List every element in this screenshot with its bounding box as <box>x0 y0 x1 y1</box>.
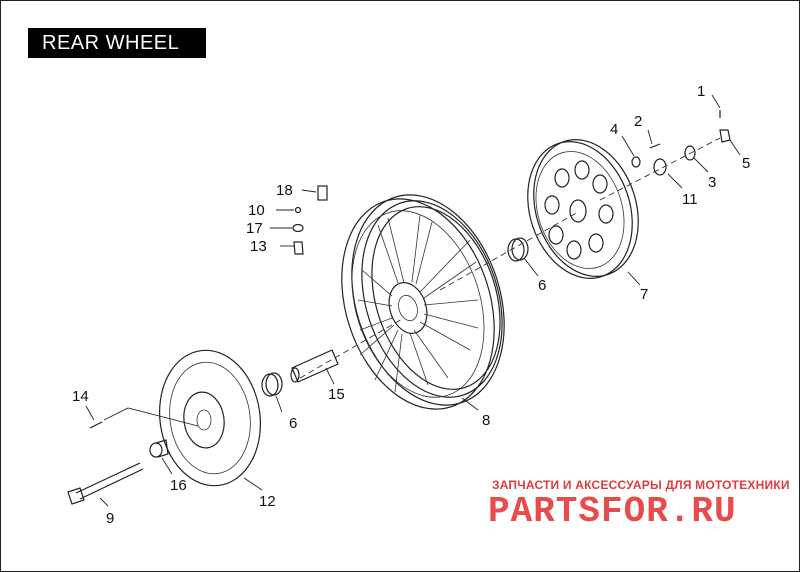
watermark-brand: PARTSFOR.RU <box>488 491 737 532</box>
rear-sprocket <box>527 139 639 279</box>
callout-17: 17 <box>246 220 263 237</box>
diagram-title: REAR WHEEL <box>28 28 206 58</box>
callout-6-lower: 6 <box>289 415 297 432</box>
callout-1: 1 <box>697 83 705 100</box>
callout-11: 11 <box>682 191 698 208</box>
callout-16: 16 <box>170 477 187 494</box>
callout-2: 2 <box>634 113 642 130</box>
callout-15: 15 <box>328 386 345 403</box>
callout-4: 4 <box>610 121 618 138</box>
watermark-subtitle: ЗАПЧАСТИ И АКСЕССУАРЫ ДЛЯ МОТОТЕХНИКИ <box>492 478 790 492</box>
callout-18: 18 <box>276 182 293 199</box>
assembly-axis <box>299 137 721 379</box>
callout-5: 5 <box>742 155 750 172</box>
callout-12: 12 <box>259 493 276 510</box>
rear-wheel-rim <box>341 194 505 410</box>
callout-3: 3 <box>708 174 716 191</box>
brake-rotor <box>158 349 262 487</box>
callout-9: 9 <box>106 510 114 527</box>
callout-10: 10 <box>248 202 265 219</box>
callout-8: 8 <box>482 412 490 429</box>
callout-6-upper: 6 <box>538 277 546 294</box>
callout-14: 14 <box>72 388 89 405</box>
callout-13: 13 <box>250 238 267 255</box>
callout-labels: 1 2 3 4 5 6 6 7 8 9 10 11 12 13 14 15 16… <box>72 83 750 527</box>
leader-lines <box>85 94 741 507</box>
callout-7: 7 <box>640 286 648 303</box>
